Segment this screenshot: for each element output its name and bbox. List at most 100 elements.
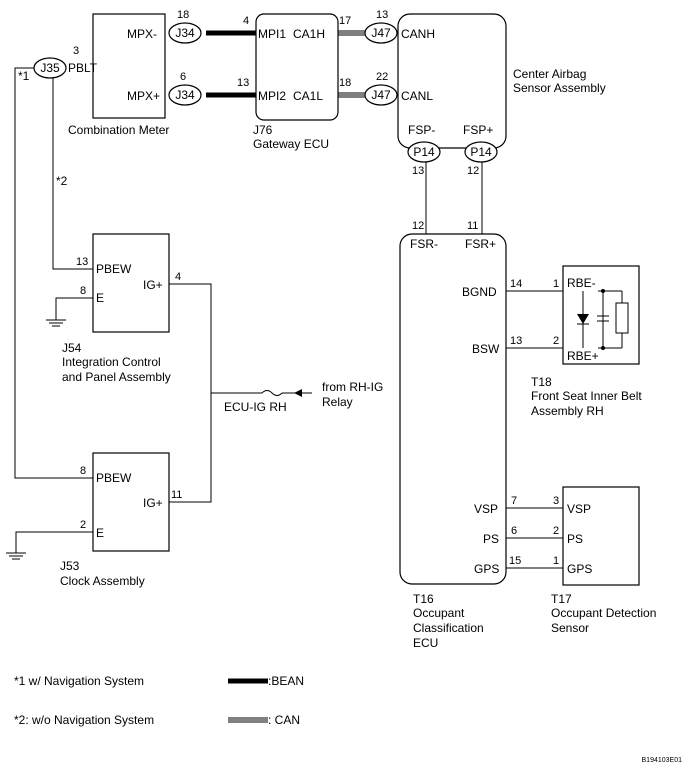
num-int-pbew: 13 — [76, 256, 88, 268]
connector-j47-bottom — [364, 84, 398, 106]
pin-clk-ig: IG+ — [143, 496, 163, 510]
gateway-ecu-box — [255, 13, 339, 121]
pin-sen-gps: GPS — [567, 562, 592, 576]
fuse-icon — [261, 390, 283, 396]
pin-int-ig: IG+ — [143, 278, 163, 292]
pin-occ-gps: GPS — [474, 562, 499, 576]
connector-j47-top — [364, 22, 398, 44]
wire-pbew-integration — [52, 68, 93, 270]
from-relay-line2: Relay — [322, 395, 353, 409]
num-meter-pblt: 3 — [73, 45, 79, 57]
caption-airbag-line1: Center Airbag — [513, 67, 586, 81]
j47-top-label: J47 — [371, 26, 391, 40]
connector-p14-left — [407, 141, 441, 163]
num-occ-ps: 6 — [511, 525, 517, 537]
num-belt-rbe-minus: 1 — [553, 278, 559, 290]
num-ab-fsp-plus: 12 — [467, 165, 479, 177]
pin-sen-vsp: VSP — [567, 502, 591, 516]
legend-bean-label: :BEAN — [268, 674, 304, 688]
num-occ-fsr-plus: 11 — [467, 220, 478, 232]
pin-clk-e: E — [96, 526, 104, 540]
pin-occ-vsp: VSP — [474, 502, 498, 516]
num-sen-gps: 1 — [553, 555, 559, 567]
num-meter-mpx-minus: 18 — [177, 9, 189, 21]
caption-occupant-code: T16 — [413, 592, 434, 606]
wire-ig — [169, 283, 212, 503]
caption-occupant-line3: ECU — [413, 636, 438, 650]
num-meter-mpx-plus: 6 — [180, 71, 186, 83]
pin-bgnd: BGND — [462, 285, 497, 299]
caption-clock-name: Clock Assembly — [60, 574, 145, 588]
num-ab-canh: 13 — [376, 9, 388, 21]
occupant-sensor-box — [562, 486, 640, 586]
pin-mpx-plus: MPX+ — [127, 89, 160, 103]
num-occ-bsw: 13 — [510, 335, 522, 347]
pin-occ-ps: PS — [483, 532, 499, 546]
pin-fsp-minus: FSP- — [408, 123, 435, 137]
pin-rbe-plus: RBE+ — [567, 349, 599, 363]
num-ab-fsp-minus: 13 — [412, 165, 424, 177]
caption-sensor-line2: Sensor — [551, 621, 589, 635]
j34-bottom-label: J34 — [175, 88, 195, 102]
combination-meter-box — [92, 13, 166, 119]
num-occ-bgnd: 14 — [510, 278, 522, 290]
num-gw-mpi2: 13 — [237, 77, 249, 89]
airbag-sensor-box — [397, 13, 507, 149]
connector-p14-right — [464, 141, 498, 163]
pin-rbe-minus: RBE- — [567, 276, 596, 290]
num-clk-pbew: 8 — [80, 465, 86, 477]
caption-clock-code: J53 — [60, 559, 80, 573]
p14-right-label: P14 — [470, 145, 492, 159]
ground-icon — [6, 552, 26, 560]
j34-top-label: J34 — [175, 26, 195, 40]
caption-gateway-name: Gateway ECU — [253, 137, 329, 151]
num-belt-rbe-plus: 2 — [553, 335, 559, 347]
pin-bsw: BSW — [472, 342, 500, 356]
arrow-left-icon — [294, 389, 302, 397]
num-occ-vsp: 7 — [511, 495, 517, 507]
pin-int-pbew: PBEW — [96, 262, 132, 276]
connector-j34-top — [168, 22, 202, 44]
caption-occupant-line2: Classification — [413, 621, 484, 635]
connector-j35 — [33, 57, 67, 79]
caption-airbag-line2: Sensor Assembly — [513, 81, 606, 95]
pin-mpx-minus: MPX- — [127, 27, 157, 41]
num-occ-gps: 15 — [509, 555, 521, 567]
caption-integration-code: J54 — [62, 341, 82, 355]
caption-occupant-line1: Occupant — [413, 606, 465, 620]
integration-panel-box — [92, 233, 170, 333]
from-relay-line1: from RH-IG — [322, 380, 383, 394]
note-star2: *2 — [56, 174, 68, 188]
belt-switch-circuit — [577, 289, 629, 350]
pin-fsp-plus: FSP+ — [463, 123, 493, 137]
pin-canl: CANL — [401, 89, 433, 103]
num-clk-e: 2 — [80, 519, 86, 531]
caption-sensor-line1: Occupant Detection — [551, 606, 656, 620]
figure-code: B194103E01 — [642, 757, 683, 764]
caption-integration-line2: and Panel Assembly — [62, 370, 171, 384]
caption-belt-code: T18 — [531, 375, 552, 389]
j35-label: J35 — [40, 61, 60, 75]
caption-gateway-code: J76 — [253, 123, 273, 137]
pin-int-e: E — [96, 291, 104, 305]
ground-icon — [46, 319, 66, 327]
wire-ground-integration — [55, 297, 93, 320]
pin-sen-ps: PS — [567, 532, 583, 546]
num-clk-ig: 11 — [171, 489, 182, 501]
num-gw-ca1l: 18 — [339, 77, 351, 89]
num-int-ig: 4 — [175, 271, 181, 283]
note-star1: *1 — [18, 69, 30, 83]
occupant-ecu-box — [399, 233, 507, 585]
num-gw-mpi1: 4 — [243, 15, 249, 27]
caption-integration-line1: Integration Control — [62, 355, 161, 369]
legend-note2: *2: w/o Navigation System — [14, 713, 154, 727]
wire-pbew-clock — [14, 67, 93, 479]
pin-clk-pbew: PBEW — [96, 471, 132, 485]
pin-mpi1: MPI1 — [258, 27, 286, 41]
pin-fsr-minus: FSR- — [410, 237, 438, 251]
p14-left-label: P14 — [413, 145, 435, 159]
num-int-e: 8 — [80, 285, 86, 297]
wire-ground-clock — [15, 531, 93, 553]
caption-belt-line2: Assembly RH — [531, 404, 604, 418]
